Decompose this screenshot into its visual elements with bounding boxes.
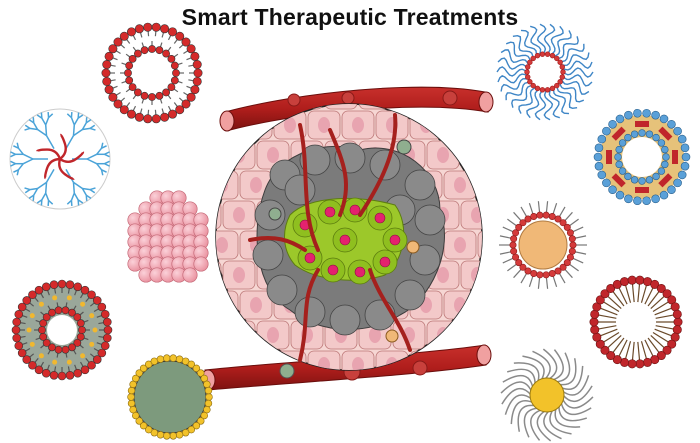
polymer-coated-nanoparticle-icon (500, 348, 594, 442)
page-title: Smart Therapeutic Treatments (181, 4, 519, 30)
polymeric-micelle-icon (496, 23, 594, 121)
drug-loaded-liposome-icon (11, 279, 113, 381)
tumor-tissue-icon (215, 103, 483, 371)
liposome-icon (101, 22, 203, 124)
multifunctional-vesicle-icon (593, 108, 691, 206)
gold-shell-particle-icon (127, 354, 213, 440)
solid-lipid-micelle-icon (589, 275, 683, 369)
dendrimer-icon (9, 108, 111, 210)
nanoparticle-cluster-icon (127, 190, 209, 283)
lipid-nanoparticle-icon (499, 201, 587, 289)
